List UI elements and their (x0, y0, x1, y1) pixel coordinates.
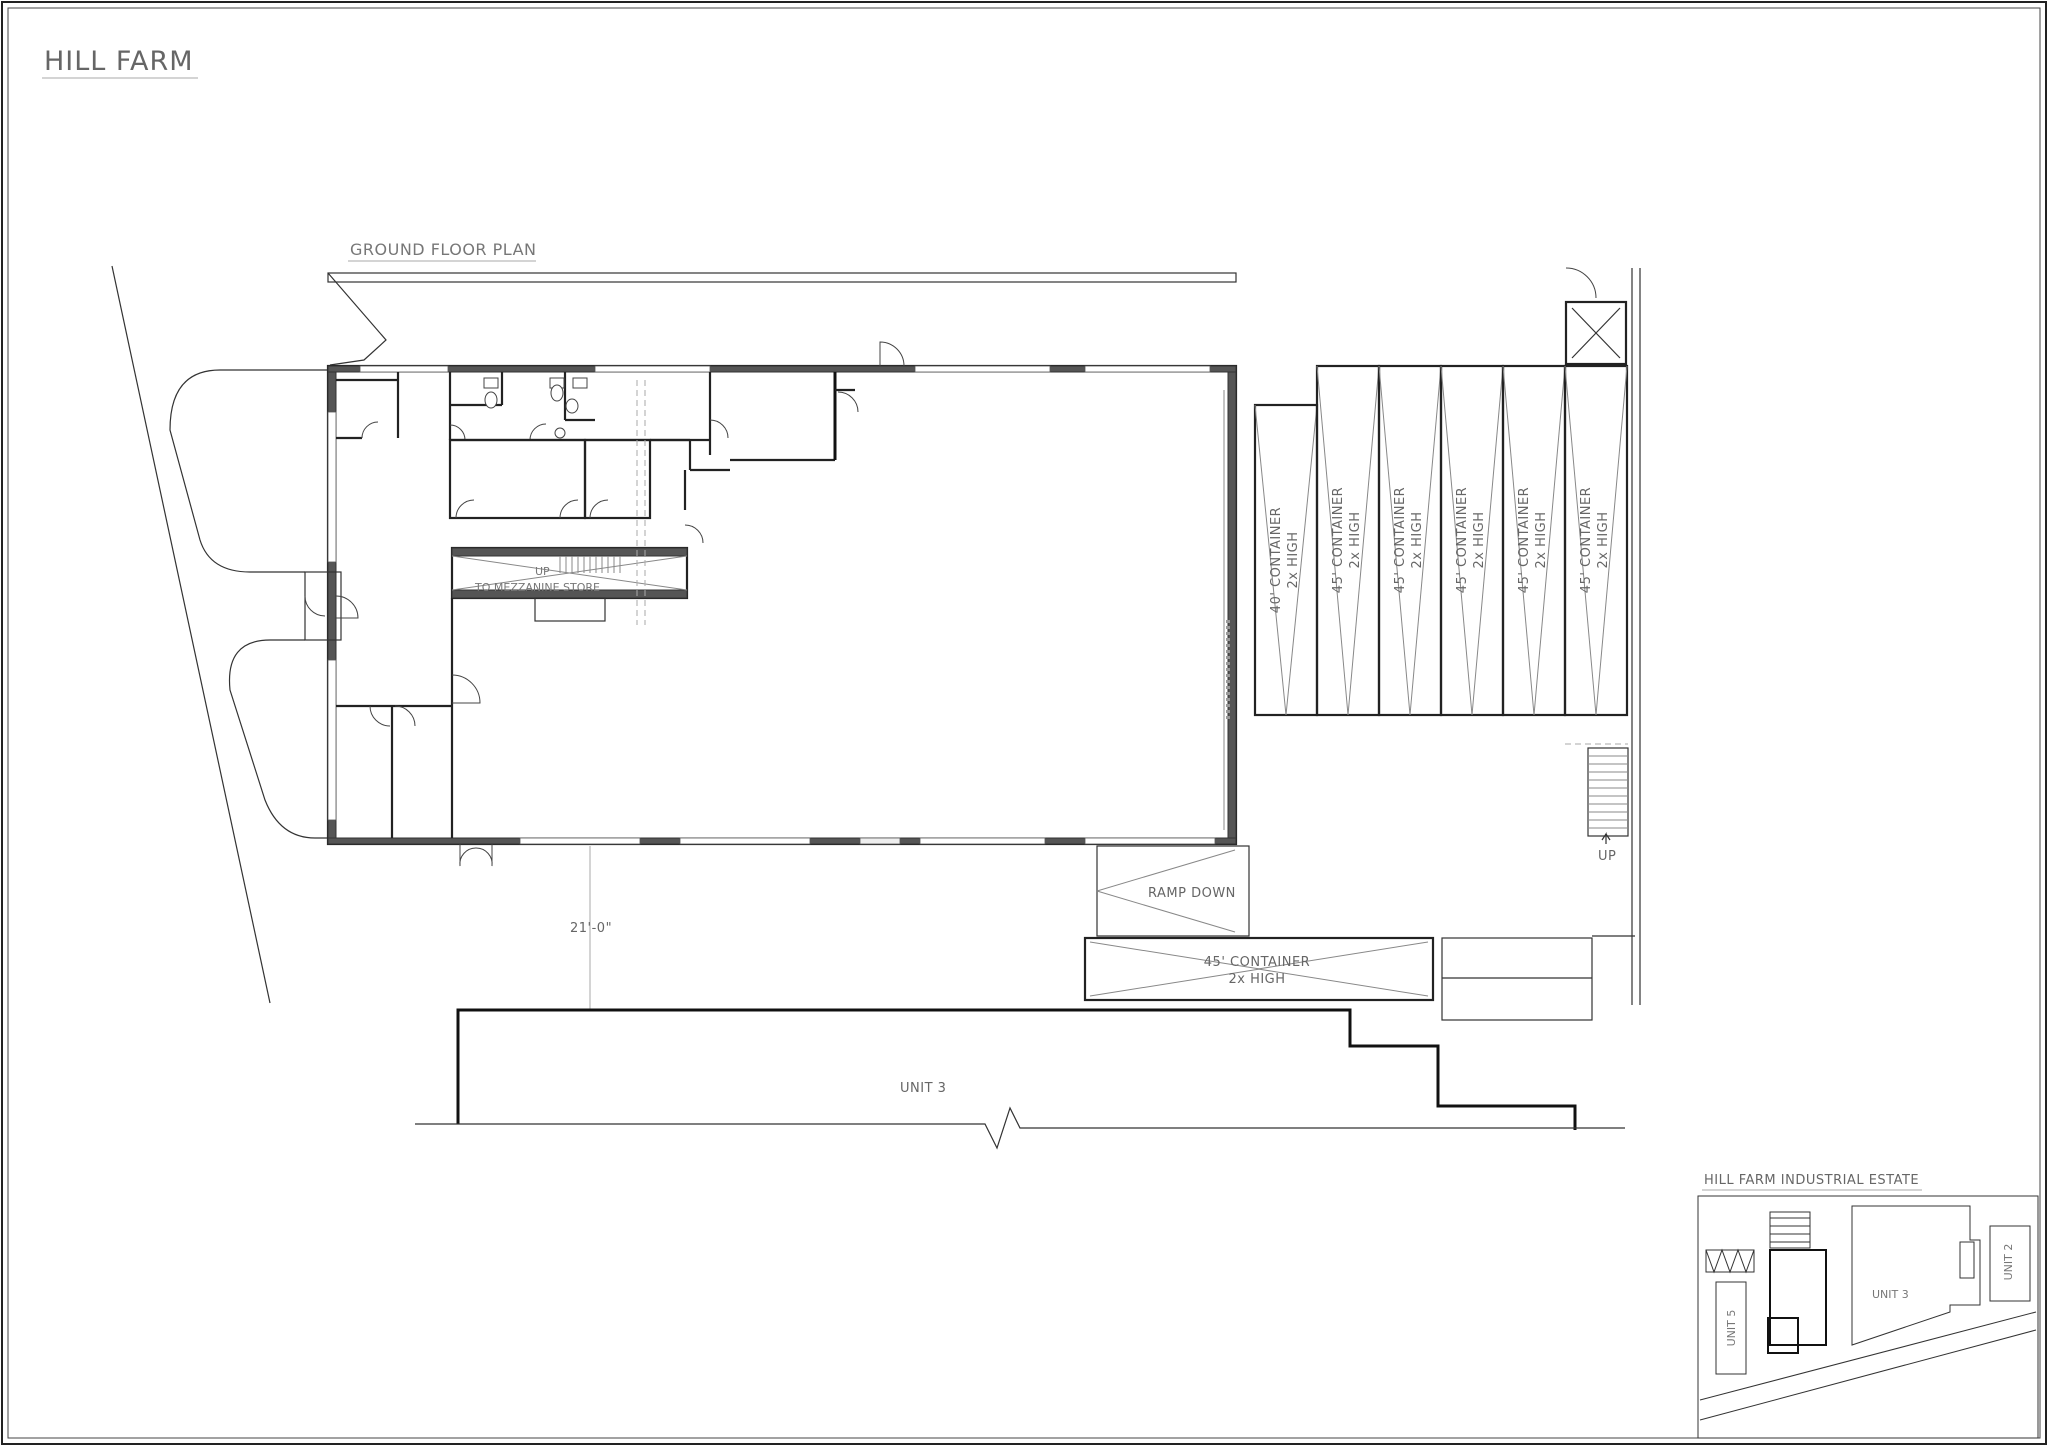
office-b-door[interactable] (455, 499, 475, 519)
main-building: UP TO MEZZANINE STORE (304, 341, 1238, 867)
container-45-3-label-1: 45' CONTAINER (1455, 487, 1470, 593)
lower-office-door-1[interactable] (369, 705, 391, 727)
workshop-door[interactable] (451, 674, 481, 704)
inset-unit3-label: UNIT 3 (1872, 1288, 1909, 1301)
inset-road-edge (1699, 1311, 2037, 1401)
north-window-3 (914, 365, 1051, 373)
entrance-outer-door[interactable] (304, 595, 326, 617)
west-window-1 (327, 411, 337, 563)
inset-unit2 (1989, 1225, 2031, 1302)
building-outline (326, 364, 1238, 846)
inset-unit5-label: UNIT 5 (1725, 1310, 1738, 1347)
stair-up-label: UP (535, 565, 550, 578)
west-window-2 (327, 659, 337, 821)
container-45-4-label-1: 45' CONTAINER (1517, 487, 1532, 593)
mezzanine-stair-treads (559, 556, 621, 573)
toilet-bowl-2 (550, 384, 564, 402)
wash-basin (554, 427, 566, 439)
mezzanine-label: TO MEZZANINE STORE (474, 581, 600, 594)
office-c (583, 438, 652, 520)
container-45ft-bottom (1083, 936, 1435, 1002)
inset-title: HILL FARM INDUSTRIAL ESTATE (1704, 1173, 1919, 1188)
toilet-door-2[interactable] (529, 423, 547, 441)
east-wall (1227, 365, 1237, 845)
inset-hill-farm-offices (1767, 1317, 1799, 1354)
container-40-label-1: 40' CONTAINER (1269, 507, 1284, 613)
north-window-1 (359, 365, 449, 373)
store-door[interactable] (837, 391, 859, 413)
inset-unit3-containers (1959, 1241, 1975, 1279)
north-window-4 (1084, 365, 1211, 373)
north-window-2 (594, 365, 711, 373)
landscape-bed-lower (228, 639, 330, 839)
entrance-lobby (304, 571, 342, 641)
container-stack: 40' CONTAINER 2x HIGH 45' CONTAINER 2x H… (1253, 364, 1629, 717)
south-door-1[interactable] (459, 844, 477, 867)
top-boundary-rail (327, 272, 1237, 283)
stair-landing (534, 597, 606, 622)
top-left-gate (327, 272, 387, 366)
toilet-1 (483, 377, 499, 389)
container-45-2-label-2: 2x HIGH (1410, 511, 1425, 568)
external-stair-label: UP (1598, 849, 1616, 864)
inset-unit5 (1715, 1281, 1747, 1375)
container-45-1-label-2: 2x HIGH (1348, 511, 1363, 568)
container-45-2-label-1: 45' CONTAINER (1393, 487, 1408, 593)
plant-box (1564, 300, 1628, 366)
south-door-2[interactable] (475, 844, 493, 867)
plan-title: GROUND FLOOR PLAN (350, 240, 536, 259)
south-grille (859, 837, 901, 845)
container-40-label-2: 2x HIGH (1286, 531, 1301, 588)
office-d-door[interactable] (589, 499, 609, 519)
sheet-title: HILL FARM (44, 46, 194, 77)
container-45-1-label-1: 45' CONTAINER (1331, 487, 1346, 593)
gate-swing[interactable] (1565, 267, 1597, 299)
unit3-break-line (415, 1106, 1625, 1150)
entrance-door[interactable] (335, 595, 359, 619)
south-window-2 (679, 837, 811, 845)
south-window-1 (519, 837, 641, 845)
container-45-4-label-2: 2x HIGH (1534, 511, 1549, 568)
toilet-bowl-3 (565, 398, 579, 414)
inset-containers (1769, 1211, 1811, 1249)
landscape-bed-upper (169, 369, 330, 573)
south-window-3 (919, 837, 1046, 845)
toilet-bowl-1 (484, 391, 498, 409)
north-door[interactable] (879, 341, 905, 367)
dimension-label: 21'-0" (570, 921, 612, 936)
inset-frame (1697, 1195, 2039, 1439)
bottom-container-label-2: 2x HIGH (1228, 972, 1285, 987)
corridor-door[interactable] (684, 524, 704, 544)
container-45-5-label-2: 2x HIGH (1596, 511, 1611, 568)
north-wall (327, 365, 1237, 373)
container-45-3-label-2: 2x HIGH (1472, 511, 1487, 568)
mezzanine-top-band (451, 547, 688, 557)
south-window-4 (1084, 837, 1216, 845)
office-c-door[interactable] (559, 499, 579, 519)
inset-site-plan: HILL FARM INDUSTRIAL ESTATE UNIT 5 UNIT … (1697, 1173, 2039, 1439)
external-stair-treads (1588, 755, 1628, 829)
site-boundary-line (111, 265, 271, 1004)
lower-office-door-2[interactable] (394, 705, 416, 727)
adjacent-bay (1441, 937, 1593, 1021)
bottom-container-label-1: 45' CONTAINER (1204, 955, 1310, 970)
inset-unit3 (1851, 1205, 1981, 1346)
container-45-5-label-1: 45' CONTAINER (1579, 487, 1594, 593)
inset-unit2-label: UNIT 2 (2002, 1244, 2015, 1281)
stair-arrow (1601, 832, 1611, 844)
ramp-label: RAMP DOWN (1148, 886, 1236, 901)
external-stair (1587, 747, 1629, 837)
sheet-inner-border (7, 7, 2041, 1439)
unit3-label: UNIT 3 (900, 1081, 946, 1096)
office-a-door[interactable] (361, 421, 379, 439)
kitchen-door[interactable] (709, 419, 729, 439)
unit3-outline (456, 1008, 1577, 1130)
toilet-door-1[interactable] (449, 424, 466, 441)
toilet-3 (572, 377, 588, 389)
inset-road-edge-2 (1699, 1329, 2037, 1421)
